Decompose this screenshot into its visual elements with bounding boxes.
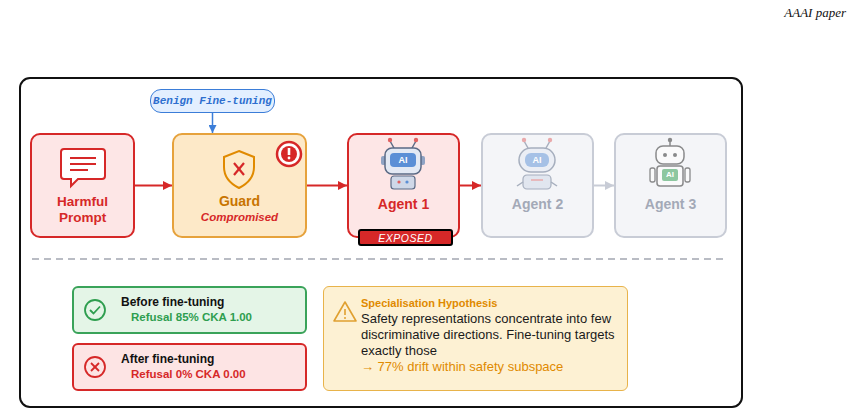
- node-text: Refusal 85% CKA 1.00: [121, 310, 252, 325]
- process-box: Harmful Prompt: [30, 133, 135, 238]
- node-title: Harmful Prompt: [43, 194, 123, 226]
- node-title: After fine-tuning: [121, 352, 214, 367]
- node-title: Guard: [219, 193, 260, 210]
- process-box: GuardCompromised: [172, 133, 307, 238]
- node-title: Specialisation Hypothesis: [361, 296, 497, 310]
- node-text: → 77% drift within safety subspace: [361, 359, 563, 375]
- process-box: Agent 1EXPOSED: [347, 133, 460, 238]
- flow-arrow: [135, 185, 172, 187]
- flow-arrow: [460, 185, 481, 187]
- status-badge: EXPOSED: [358, 229, 453, 246]
- robot-icon: [381, 138, 425, 189]
- node-title: Benign Fine-tuning: [153, 95, 272, 107]
- process-box: Agent 2: [481, 133, 594, 238]
- node-text: Safety representations concentrate into …: [361, 311, 619, 359]
- alert-icon: [277, 142, 301, 166]
- flow-arrow: [594, 185, 614, 187]
- flow-arrow: [307, 185, 347, 187]
- info-box: Before fine-tuningRefusal 85% CKA 1.00: [72, 286, 307, 334]
- node-title: Agent 1: [378, 196, 429, 212]
- node-title: Agent 2: [512, 196, 563, 212]
- robot-icon: [517, 138, 557, 189]
- robot-icon: [650, 138, 690, 186]
- cross-icon: [85, 357, 105, 377]
- process-box: Agent 3: [614, 133, 727, 238]
- node-text: Compromised: [201, 210, 278, 224]
- node-title: EXPOSED: [378, 232, 432, 244]
- action-pill: Benign Fine-tuning: [150, 89, 275, 113]
- outer-frame: [20, 78, 742, 407]
- warning-icon: [334, 302, 356, 321]
- info-box: After fine-tuningRefusal 0% CKA 0.00: [72, 343, 307, 391]
- message-icon: [61, 149, 105, 186]
- node-title: Before fine-tuning: [121, 295, 224, 310]
- venue-note: AAAI paper: [784, 5, 846, 21]
- check-icon: [85, 300, 105, 320]
- node-text: Refusal 0% CKA 0.00: [121, 367, 246, 382]
- shield-icon: [224, 151, 254, 188]
- divider-line: [32, 258, 728, 260]
- flow-arrow: [212, 113, 214, 133]
- info-box: Specialisation HypothesisSafety represen…: [323, 286, 628, 391]
- node-title: Agent 3: [645, 196, 696, 212]
